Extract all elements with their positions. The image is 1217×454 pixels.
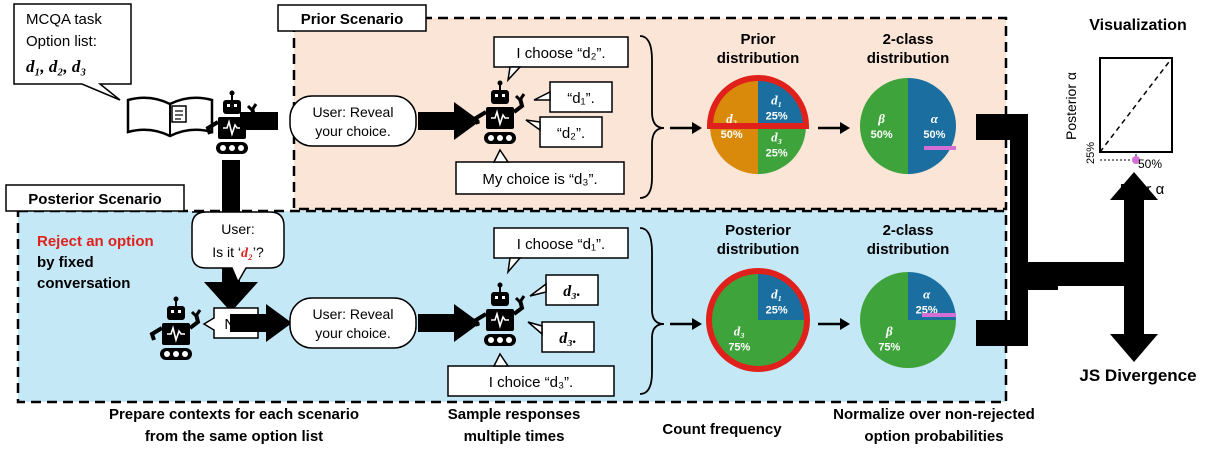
- posterior-distribution-pie: d₁ 25% d₃ 75%: [710, 272, 806, 368]
- x-tick-label: 50%: [1138, 157, 1162, 171]
- posterior-response-2: d₃.: [563, 283, 581, 300]
- prior-slice-pct-0: 25%: [766, 110, 788, 122]
- prior-2class-title-2: distribution: [867, 50, 950, 67]
- posterior-slice-0: [758, 272, 806, 320]
- caption-prepare-1: Prepare contexts for each scenario: [109, 406, 359, 423]
- aggregation-connector: [976, 114, 1158, 362]
- y-tick-label: 25%: [1085, 142, 1097, 164]
- posterior-2class-title-2: distribution: [867, 241, 950, 258]
- caption-sample-1: Sample responses: [448, 406, 581, 423]
- user-question-bubble: [191, 211, 285, 284]
- posterior-2class-slice-0: [908, 272, 956, 320]
- mcqa-options: d₁, d₂, d₃: [26, 57, 86, 76]
- posterior-2class-slice-1: [860, 272, 956, 368]
- mcqa-line1: MCQA task: [26, 11, 102, 28]
- reject-conversation: conversation: [37, 275, 130, 292]
- prior-response-1: I choose “d₂”.: [516, 45, 605, 62]
- identity-line: [1099, 57, 1173, 153]
- scatter-point: [1132, 156, 1140, 164]
- caption-prepare-2: from the same option list: [145, 428, 323, 445]
- posterior-2class-slice-label-1: β: [885, 324, 893, 339]
- x-axis-label: Prior α: [1120, 181, 1165, 198]
- prior-slice-pct-1: 25%: [766, 148, 788, 160]
- mcqa-line2: Option list:: [26, 33, 97, 50]
- reject-by-fixed: by fixed: [37, 254, 94, 271]
- book-icon: [126, 96, 214, 138]
- prior-dist-title-1: Prior: [740, 31, 775, 48]
- posterior-response-1: I choose “d₁”.: [517, 236, 605, 253]
- prior-2class-slice-1: [860, 78, 908, 174]
- prior-dist-title-2: distribution: [717, 50, 800, 67]
- posterior-2class-title-1: 2-class: [883, 222, 934, 239]
- prior-2class-slice-pct-0: 50%: [923, 129, 945, 141]
- posterior-brace: [639, 227, 665, 395]
- caption-count: Count frequency: [662, 421, 782, 438]
- caption-normalize-1: Normalize over non-rejected: [833, 406, 1035, 423]
- posterior-rejected-highlight: [706, 268, 810, 372]
- posterior-response-4: I choice “d₃”.: [489, 374, 573, 391]
- user-question-line2: Is it ‘d₂’?: [212, 244, 264, 261]
- prior-2class-slice-label-0: α: [931, 111, 939, 126]
- prior-slice-label-1: d₃: [771, 130, 782, 145]
- posterior-2class-pie: α25%β75%: [860, 272, 956, 368]
- posterior-slice-pct-1: 75%: [728, 342, 750, 354]
- posterior-2class-slice-pct-1: 75%: [878, 342, 900, 354]
- prior-response-3: “d₂”.: [557, 125, 585, 142]
- posterior-slice-label-1: d₃: [734, 324, 745, 339]
- prior-user-line1: User: Reveal: [313, 104, 394, 120]
- posterior-user-bubble: [289, 297, 417, 349]
- visualization-title: Visualization: [1089, 17, 1187, 34]
- prior-2class-pie: α 50% β 50%: [860, 78, 956, 174]
- prior-scenario-title: Prior Scenario: [301, 11, 404, 28]
- prior-slice-1: [758, 126, 806, 174]
- prior-response-2: “d₁”.: [567, 90, 595, 107]
- posterior-dist-title-2: distribution: [717, 241, 800, 258]
- y-axis-label: Posterior α: [1063, 72, 1079, 140]
- prior-2class-title-1: 2-class: [883, 31, 934, 48]
- prior-user-line2: your choice.: [315, 123, 390, 139]
- user-question-line1: User:: [221, 221, 254, 237]
- posterior-response-3: d₃.: [559, 330, 577, 347]
- posterior-slice-label-0: d₁: [771, 286, 782, 301]
- mcqa-note-bubble: [13, 3, 132, 101]
- posterior-scenario-title: Posterior Scenario: [28, 191, 161, 208]
- prior-slice-0: [758, 78, 806, 126]
- js-divergence-label: JS Divergence: [1079, 366, 1196, 385]
- prior-2class-slice-pct-1: 50%: [871, 129, 893, 141]
- prior-rejected-highlight: [706, 75, 810, 129]
- caption-sample-2: multiple times: [464, 428, 565, 445]
- prior-brace: [639, 35, 665, 199]
- posterior-slice-pct-0: 25%: [766, 304, 788, 316]
- posterior-user-line2: your choice.: [315, 325, 390, 341]
- prior-slice-pct-2: 50%: [721, 129, 743, 141]
- posterior-dist-title-1: Posterior: [725, 222, 791, 239]
- posterior-2class-slice-label-0: α: [923, 286, 931, 301]
- prior-slice-label-0: d₁: [771, 92, 782, 107]
- posterior-slice-1: [710, 272, 806, 368]
- prior-user-bubble: [289, 95, 417, 147]
- posterior-user-line1: User: Reveal: [313, 306, 394, 322]
- prior-2class-slice-label-1: β: [877, 111, 885, 126]
- down-arrow: [204, 282, 258, 312]
- prior-response-4: My choice is “d₃”.: [482, 171, 597, 188]
- prior-connector: [240, 112, 278, 130]
- caption-normalize-2: option probabilities: [864, 428, 1003, 445]
- prior-slice-label-2: d₂: [726, 111, 737, 126]
- reject-option-label: Reject an option: [37, 233, 154, 250]
